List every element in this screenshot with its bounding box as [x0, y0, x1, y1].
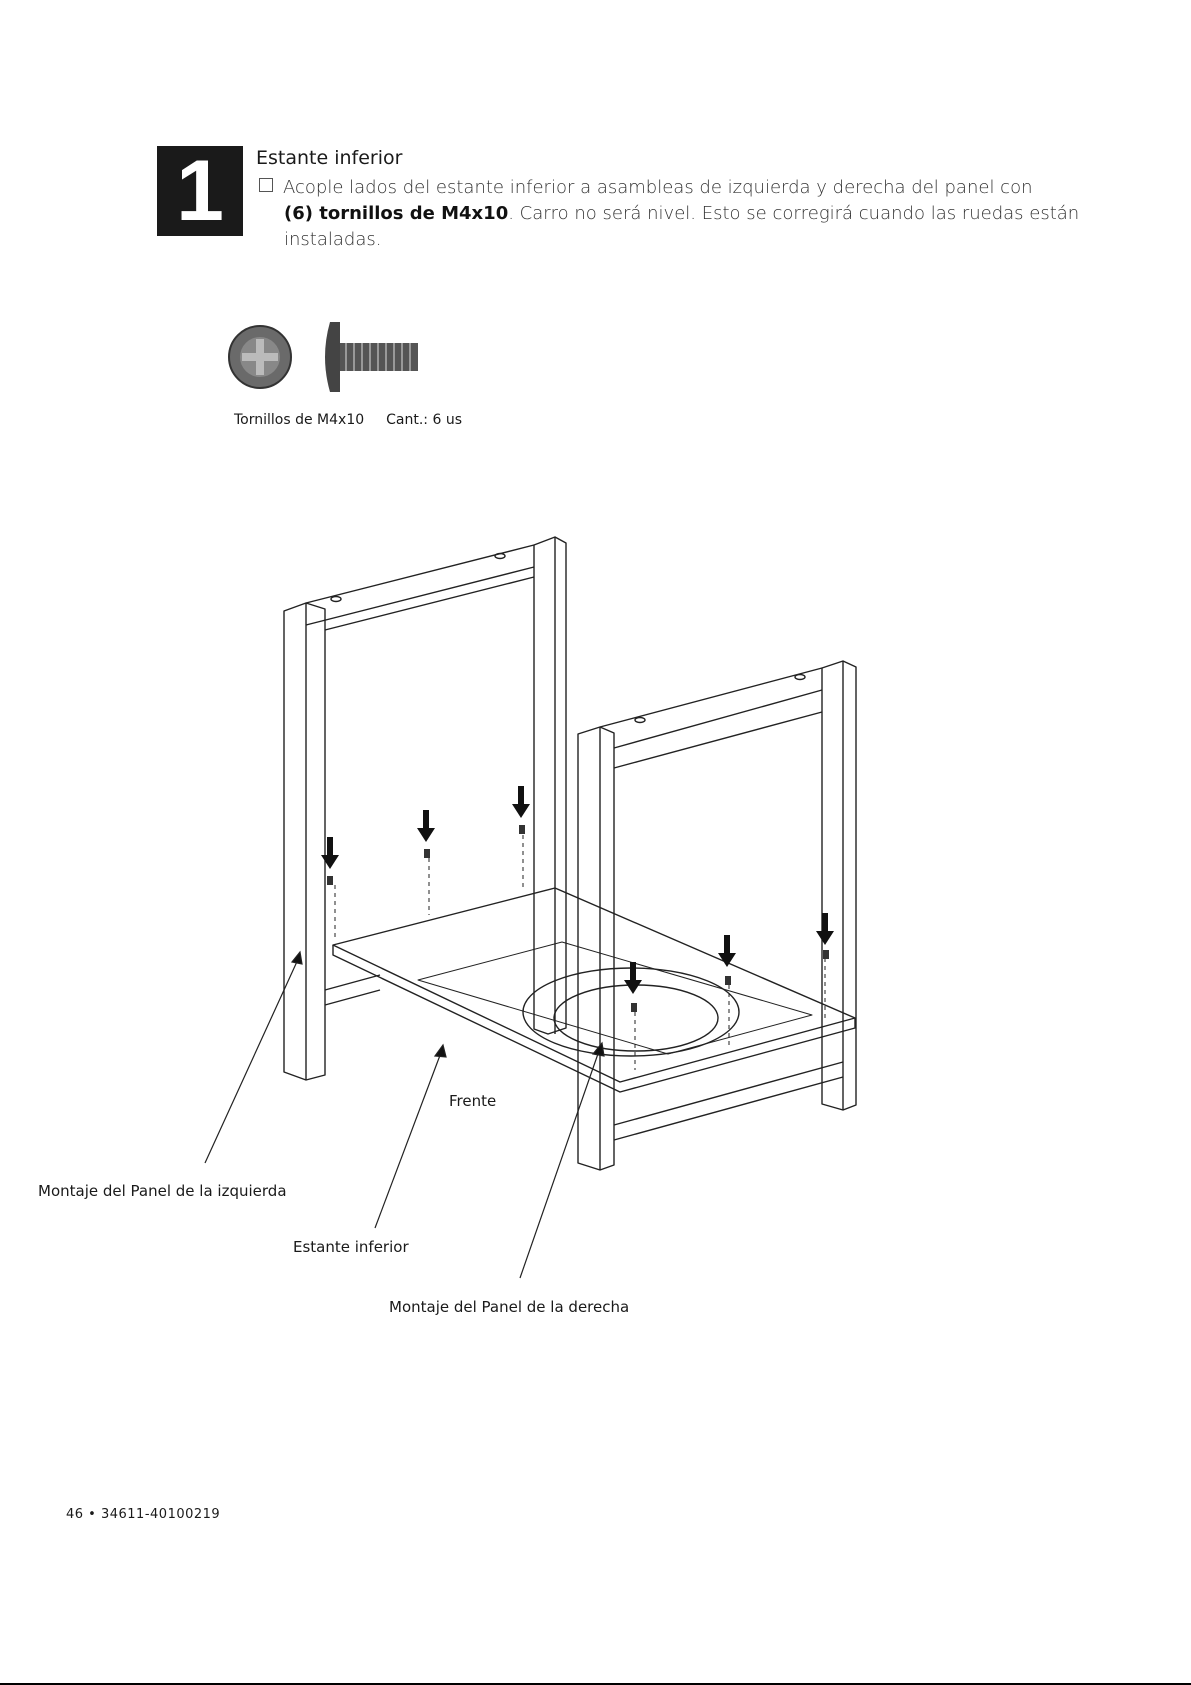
instruction-line-rest: . Carro no será nivel. Esto se corregirá…: [284, 203, 1080, 250]
lower-shelf: [332, 887, 856, 1093]
page-footer: 46 • 34611-40100219: [66, 1507, 221, 1522]
right-panel-label: Montaje del Panel de la derecha: [389, 1298, 630, 1316]
checkbox-icon: [259, 178, 273, 192]
screw-side-icon: [325, 322, 418, 392]
down-arrow-icons: [321, 786, 834, 994]
step-title: Estante inferior: [256, 147, 403, 169]
hardware-name: Tornillos de M4x10: [234, 412, 365, 428]
instruction-line-1: Acople lados del estante inferior a asam…: [283, 177, 1033, 198]
screw-icons: [327, 825, 829, 1012]
step-instruction: Acople lados del estante inferior a asam…: [259, 175, 1139, 253]
instruction-bold-hardware: (6) tornillos de M4x10: [284, 203, 509, 224]
right-panel-assembly: [577, 660, 857, 1171]
hardware-caption: Tornillos de M4x10 Cant.: 6 us: [234, 412, 484, 428]
shelf-label: Estante inferior: [293, 1238, 409, 1256]
front-label: Frente: [449, 1092, 497, 1110]
left-panel-label: Montaje del Panel de la izquierda: [38, 1182, 287, 1200]
bottom-rule: [0, 1683, 1191, 1685]
screw-head-icon: [228, 325, 292, 389]
step-number-badge: 1: [157, 146, 243, 236]
screw-guides: [334, 835, 826, 1070]
hardware-quantity: Cant.: 6 us: [386, 412, 462, 428]
left-panel-assembly: [283, 536, 567, 1081]
leader-lines: [204, 950, 605, 1279]
